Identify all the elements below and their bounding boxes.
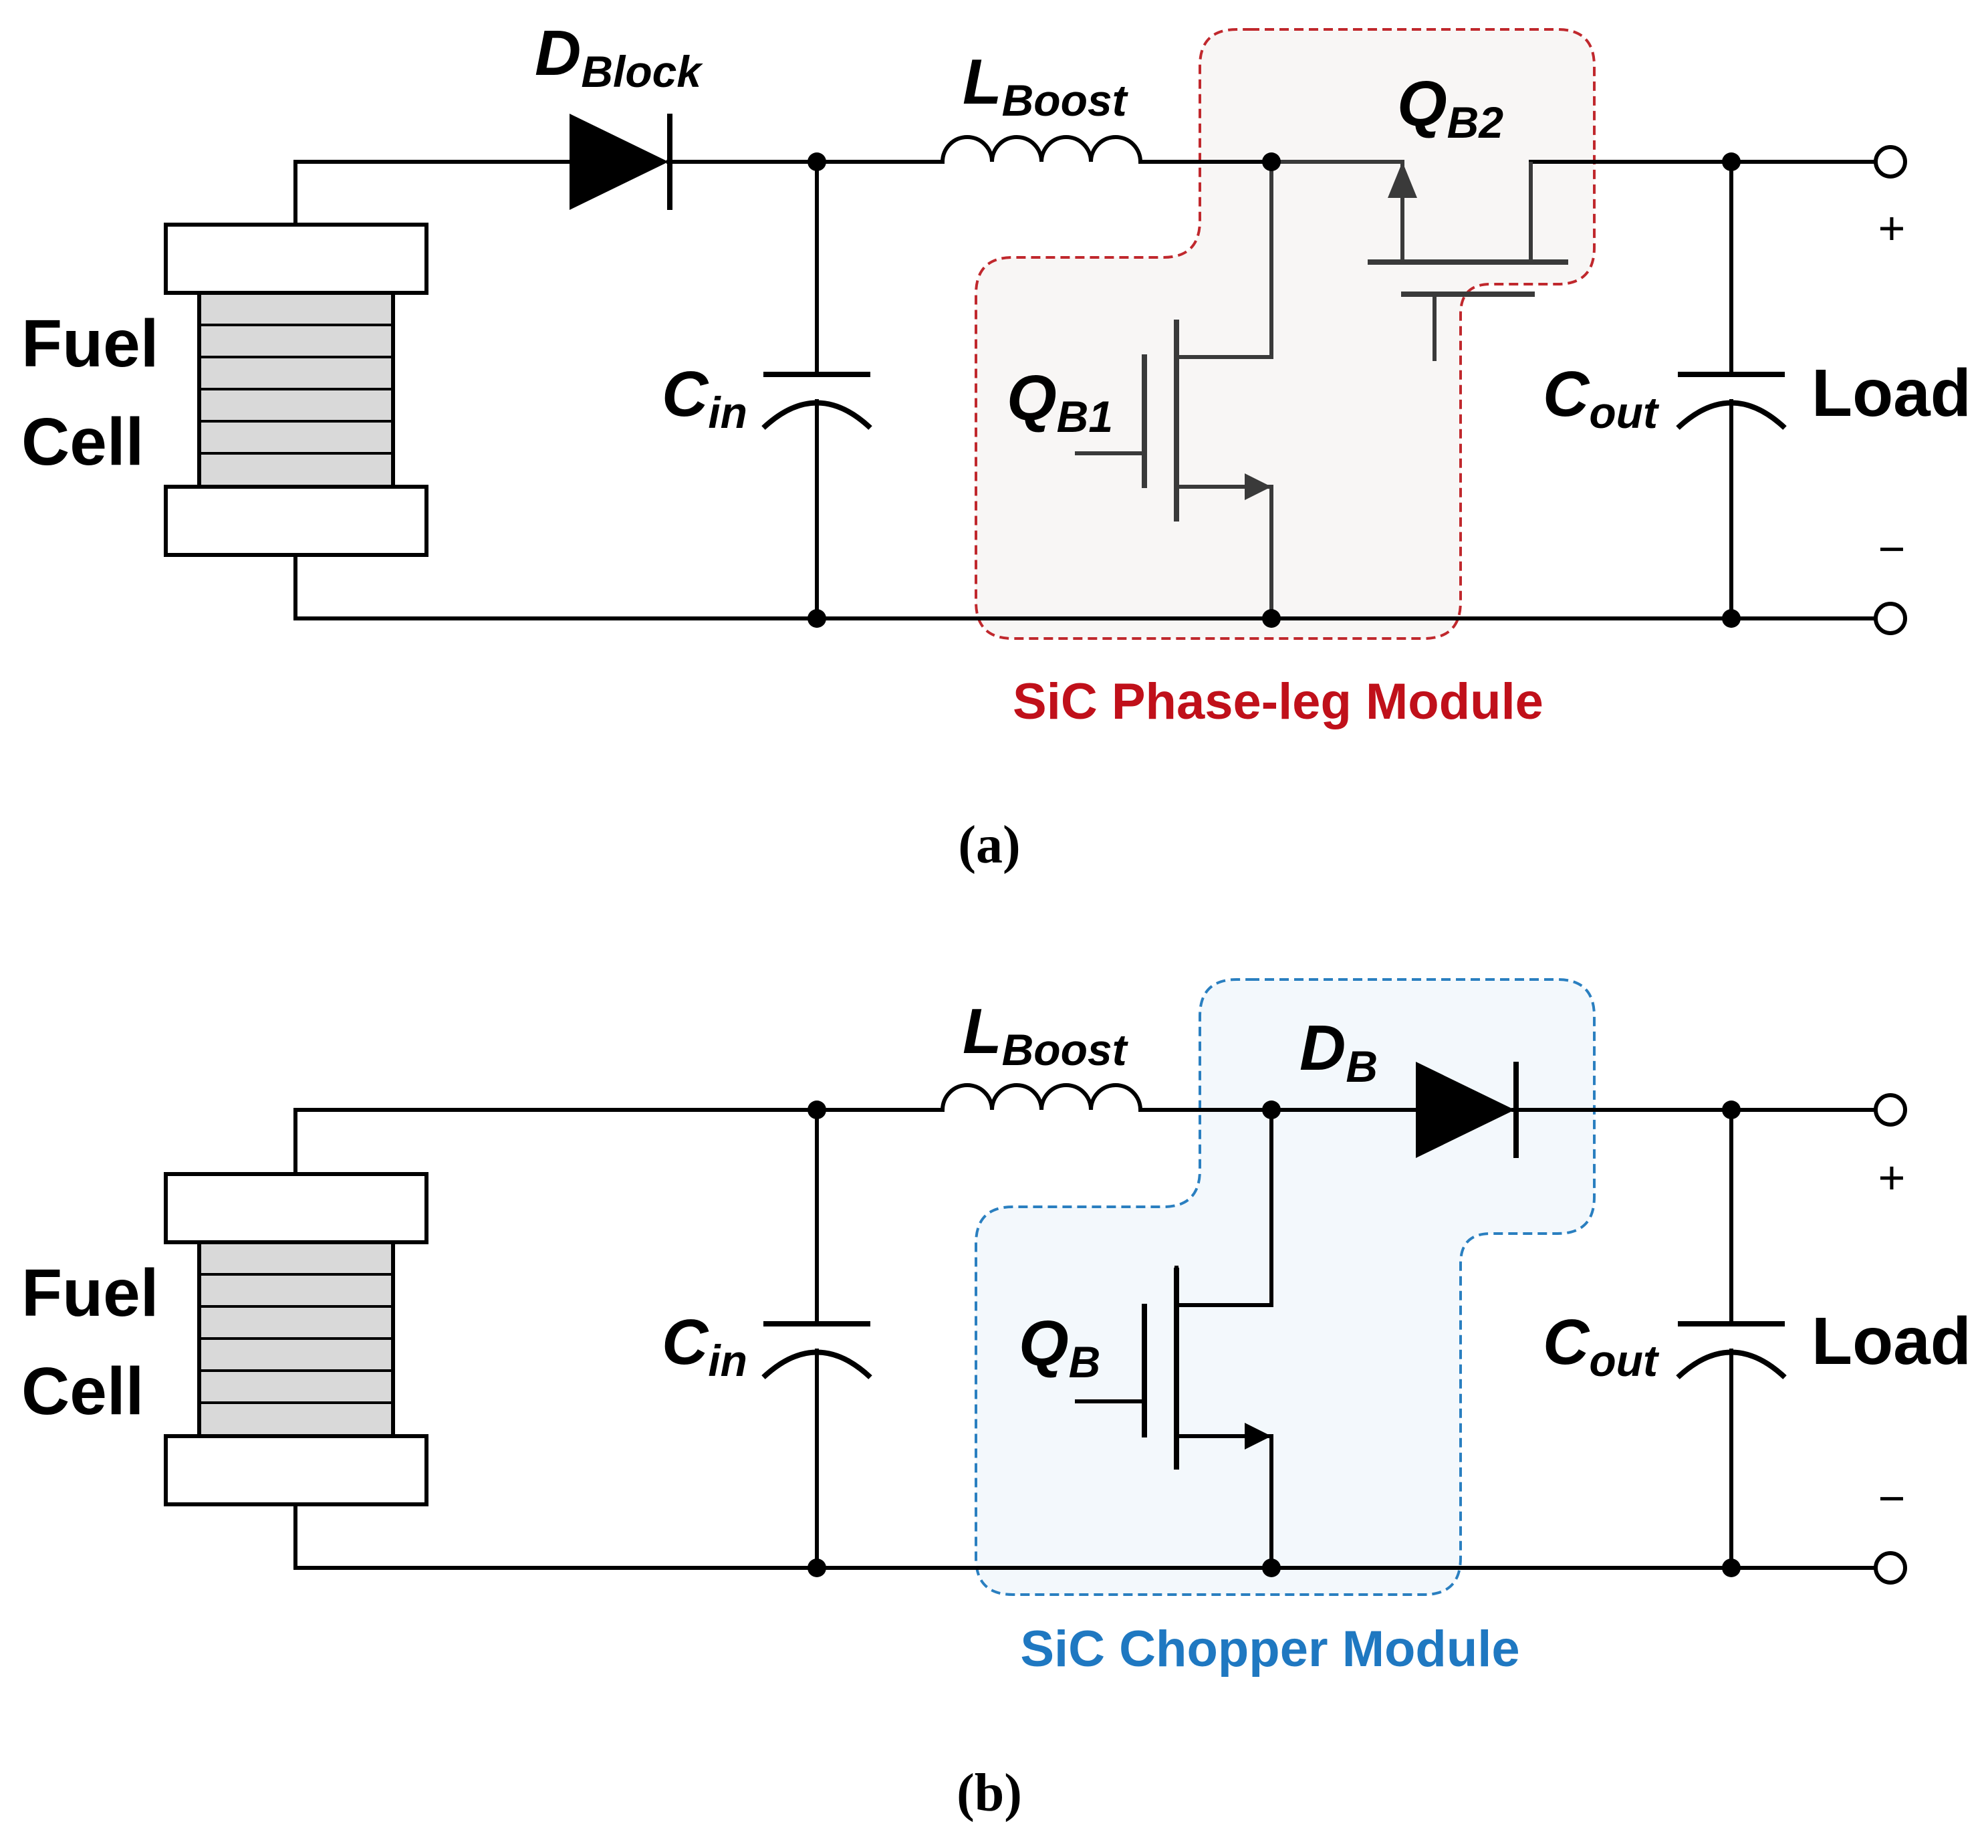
- top-rail-b: [293, 1108, 1877, 1176]
- l-boost-label-a: LBoost: [963, 46, 1129, 125]
- phase-leg-module-boundary: [975, 28, 1596, 640]
- fuel-cell-label-line1: Fuel: [21, 306, 159, 381]
- node-dot: [807, 609, 826, 628]
- c-out-label-a: Cout: [1543, 358, 1660, 437]
- l-boost-inductor-a: [940, 135, 1143, 164]
- node-dot: [1722, 609, 1741, 628]
- load-label-a: Load: [1812, 356, 1971, 431]
- qb2-label: QB2: [1397, 68, 1503, 147]
- minus-sign-a: −: [1878, 523, 1906, 575]
- node-dot: [1262, 1558, 1281, 1577]
- c-out-capacitor-b: [1676, 1108, 1787, 1570]
- c-out-capacitor-a: [1676, 160, 1787, 620]
- c-in-capacitor-b: [761, 1108, 872, 1570]
- db-label: DB: [1299, 1012, 1378, 1091]
- c-in-label-a: Cin: [662, 358, 747, 437]
- node-dot: [1722, 152, 1741, 171]
- qb-mosfet: [1075, 1108, 1273, 1570]
- qb-label: QB: [1019, 1308, 1100, 1387]
- fuel-cell-stack-a: [164, 223, 428, 557]
- qb1-label: QB1: [1007, 362, 1113, 441]
- output-terminal-negative: [1874, 1551, 1907, 1585]
- c-in-capacitor-a: [761, 160, 872, 620]
- load-label-b: Load: [1812, 1304, 1971, 1379]
- db-diode: [1416, 1062, 1519, 1158]
- output-terminal-positive: [1874, 1093, 1907, 1127]
- fuel-cell-label-line2: Cell: [21, 405, 144, 479]
- diagram-b: Fuel Cell LBoost Cin QB DB Cout Load + −…: [21, 978, 1971, 1823]
- node-dot: [807, 1558, 826, 1577]
- fuel-cell-stack-b: [164, 1172, 428, 1506]
- l-boost-label-b: LBoost: [963, 996, 1129, 1074]
- d-block-label: DBlock: [535, 17, 703, 96]
- node-dot: [1262, 152, 1281, 171]
- bottom-rail-b: [293, 1502, 1877, 1570]
- node-dot: [1722, 1558, 1741, 1577]
- chopper-module-label: SiC Chopper Module: [1020, 1621, 1519, 1678]
- output-terminal-positive: [1874, 145, 1907, 179]
- bottom-rail-a: [293, 553, 1877, 620]
- node-dot: [807, 1101, 826, 1119]
- c-out-label-b: Cout: [1543, 1306, 1660, 1385]
- qb2-mosfet: [1271, 160, 1568, 361]
- plus-sign-a: +: [1878, 202, 1906, 254]
- node-dot: [1262, 1101, 1281, 1119]
- caption-a: (a): [958, 816, 1020, 875]
- fuel-cell-label-line1: Fuel: [21, 1256, 159, 1331]
- c-in-label-b: Cin: [662, 1306, 747, 1385]
- node-dot: [807, 152, 826, 171]
- phase-leg-module-label: SiC Phase-leg Module: [1013, 673, 1543, 730]
- l-boost-inductor-b: [940, 1083, 1143, 1113]
- top-rail-a: [293, 160, 1877, 227]
- minus-sign-b: −: [1878, 1472, 1906, 1524]
- diagram-a: Fuel Cell DBlock LBoost Cin QB1 QB2 Cout…: [21, 17, 1971, 875]
- plus-sign-b: +: [1878, 1151, 1906, 1203]
- caption-b: (b): [957, 1764, 1022, 1823]
- node-dot: [1722, 1101, 1741, 1119]
- qb1-mosfet: [1075, 162, 1273, 618]
- output-terminal-negative: [1874, 602, 1907, 635]
- node-dot: [1262, 609, 1281, 628]
- fuel-cell-label-line2: Cell: [21, 1354, 144, 1429]
- d-block-diode: [570, 114, 672, 210]
